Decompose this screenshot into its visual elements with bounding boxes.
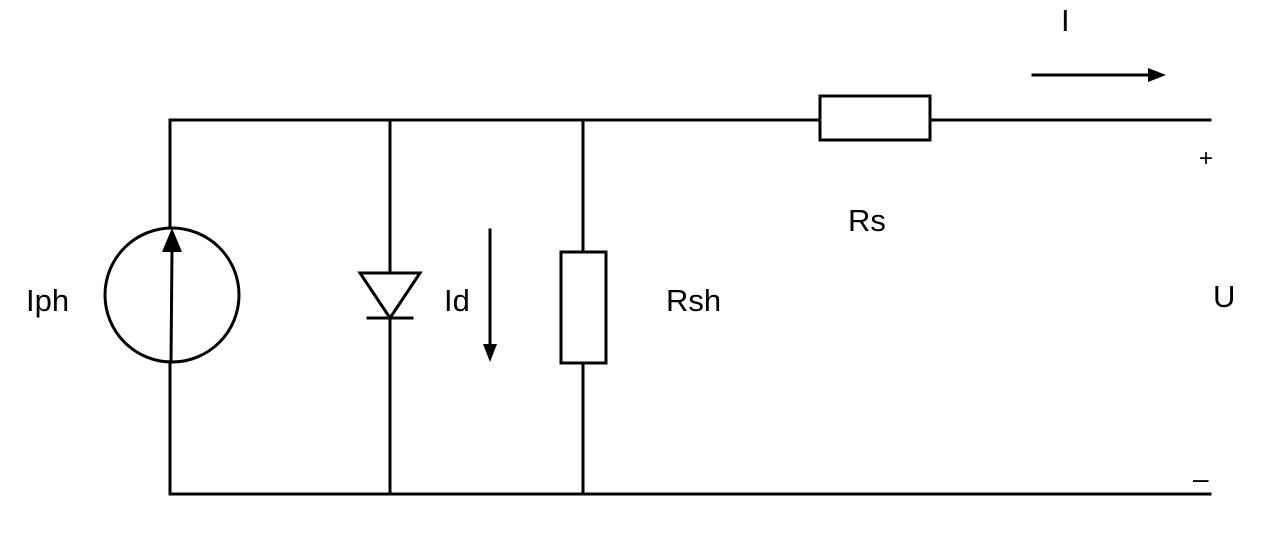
output-current-arrow-head xyxy=(1148,68,1166,82)
current-source-arrow-shaft xyxy=(169,246,174,364)
label-rsh: Rsh xyxy=(666,283,721,318)
diode-symbol xyxy=(357,271,423,321)
shunt-resistor-symbol xyxy=(559,250,608,365)
current-source-arrow-head xyxy=(162,228,182,252)
series-resistor-symbol xyxy=(818,94,932,142)
label-current: I xyxy=(1061,3,1070,38)
label-voltage: U xyxy=(1213,279,1235,314)
label-iph: Iph xyxy=(26,283,69,318)
label-minus-terminal: – xyxy=(1193,463,1209,494)
label-id: Id xyxy=(444,283,470,318)
label-plus-terminal: + xyxy=(1199,145,1213,172)
diode-current-arrow-head xyxy=(483,344,497,362)
label-rs: Rs xyxy=(848,203,886,238)
